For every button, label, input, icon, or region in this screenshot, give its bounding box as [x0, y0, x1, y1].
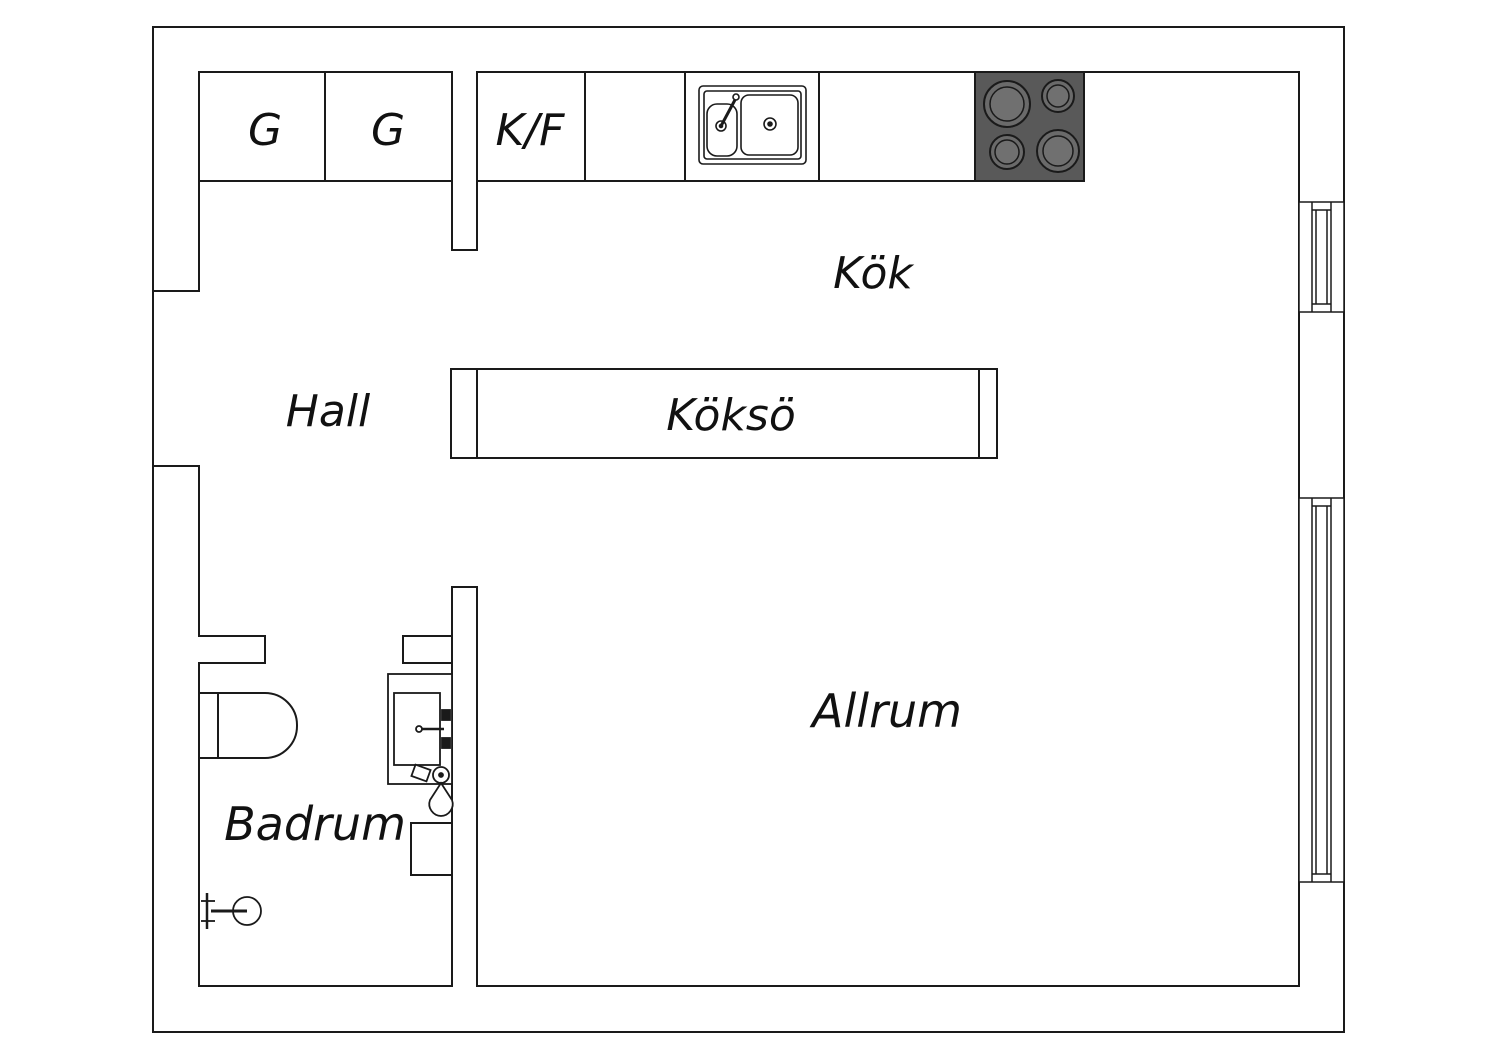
- walls: [152, 26, 1345, 1033]
- bathroom-sink-icon: [387, 673, 453, 785]
- shower-head-icon: [410, 763, 454, 817]
- room-label-bathroom: Badrum: [224, 797, 406, 851]
- kitchen-island: [450, 368, 998, 459]
- wardrobe-2-label: G: [371, 105, 405, 156]
- bathroom-door-stub: [402, 635, 453, 664]
- cabinet: [410, 822, 453, 876]
- faucet-icon: [201, 893, 262, 929]
- wardrobe-1-label: G: [248, 105, 282, 156]
- toilet-icon: [198, 692, 298, 759]
- stove-hob-icon: [974, 71, 1085, 182]
- room-label-kitchen: Kök: [833, 248, 914, 299]
- kitchen-sink-icon: [698, 85, 807, 165]
- wardrobes: [199, 72, 452, 182]
- window-lower: [1298, 497, 1345, 883]
- room-label-hall: Hall: [286, 386, 371, 437]
- window-upper: [1298, 201, 1345, 313]
- fridge-freezer-label: K/F: [496, 105, 566, 156]
- room-label-living: Allrum: [809, 684, 962, 738]
- room-label-island: Köksö: [666, 390, 796, 441]
